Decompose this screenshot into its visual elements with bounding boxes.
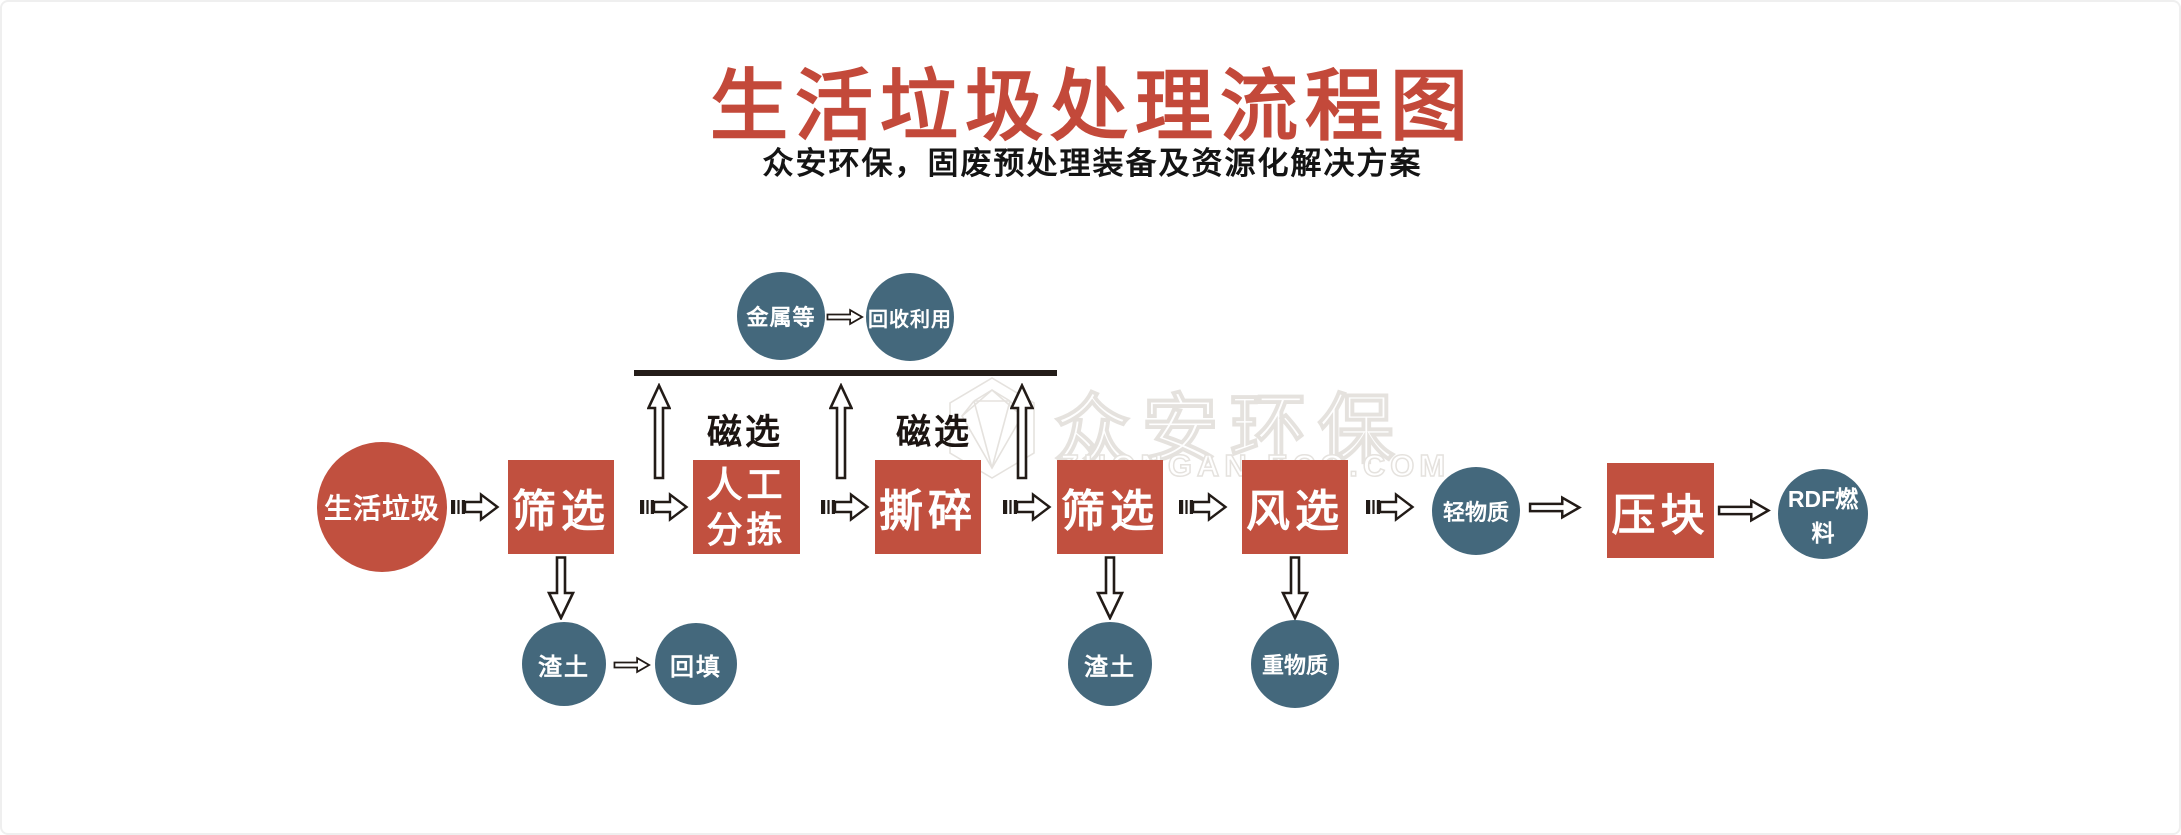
node-shredding: 撕碎 xyxy=(875,460,981,554)
magnetic-up-arrow-icon xyxy=(647,383,671,480)
node-rdf-fuel: RDF燃料 xyxy=(1778,469,1868,559)
watermark-brand: 众安环保 xyxy=(1053,387,1406,474)
node-screening-2: 筛选 xyxy=(1057,460,1163,554)
flow-arrow-icon xyxy=(1527,494,1583,521)
flow-arrow-icon xyxy=(826,305,864,329)
node-recycling: 回收利用 xyxy=(866,273,954,361)
node-source: 生活垃圾 xyxy=(317,442,447,572)
flow-arrow-icon xyxy=(613,653,651,677)
down-arrow-icon xyxy=(547,556,575,620)
down-arrow-icon xyxy=(1096,556,1124,620)
collector-line xyxy=(634,370,1057,376)
node-metals: 金属等 xyxy=(737,272,825,360)
magnetic-up-arrow-icon xyxy=(1010,383,1034,480)
striped-arrow-icon xyxy=(1178,490,1228,524)
node-residue-1: 渣土 xyxy=(522,622,606,706)
node-light-material: 轻物质 xyxy=(1432,467,1520,555)
page-title: 生活垃圾处理流程图 xyxy=(709,62,1475,150)
magnetic-label: 磁选 xyxy=(706,413,783,452)
striped-arrow-icon xyxy=(450,490,500,524)
striped-arrow-icon xyxy=(1002,490,1052,524)
magnetic-up-arrow-icon xyxy=(829,383,853,480)
striped-arrow-icon xyxy=(820,490,870,524)
node-air-separation: 风选 xyxy=(1242,460,1348,554)
node-briquetting: 压块 xyxy=(1607,463,1714,558)
node-screening-1: 筛选 xyxy=(508,460,614,554)
striped-arrow-icon xyxy=(639,490,689,524)
node-heavy-material: 重物质 xyxy=(1251,620,1339,708)
page-subtitle: 众安环保，固废预处理装备及资源化解决方案 xyxy=(762,146,1423,181)
down-arrow-icon xyxy=(1281,556,1309,620)
magnetic-label: 磁选 xyxy=(895,413,972,452)
node-manual-sorting: 人工分拣 xyxy=(693,460,800,554)
node-residue-2: 渣土 xyxy=(1068,622,1152,706)
node-backfill: 回填 xyxy=(655,623,737,705)
striped-arrow-icon xyxy=(1365,490,1415,524)
flow-arrow-icon xyxy=(1716,497,1772,524)
